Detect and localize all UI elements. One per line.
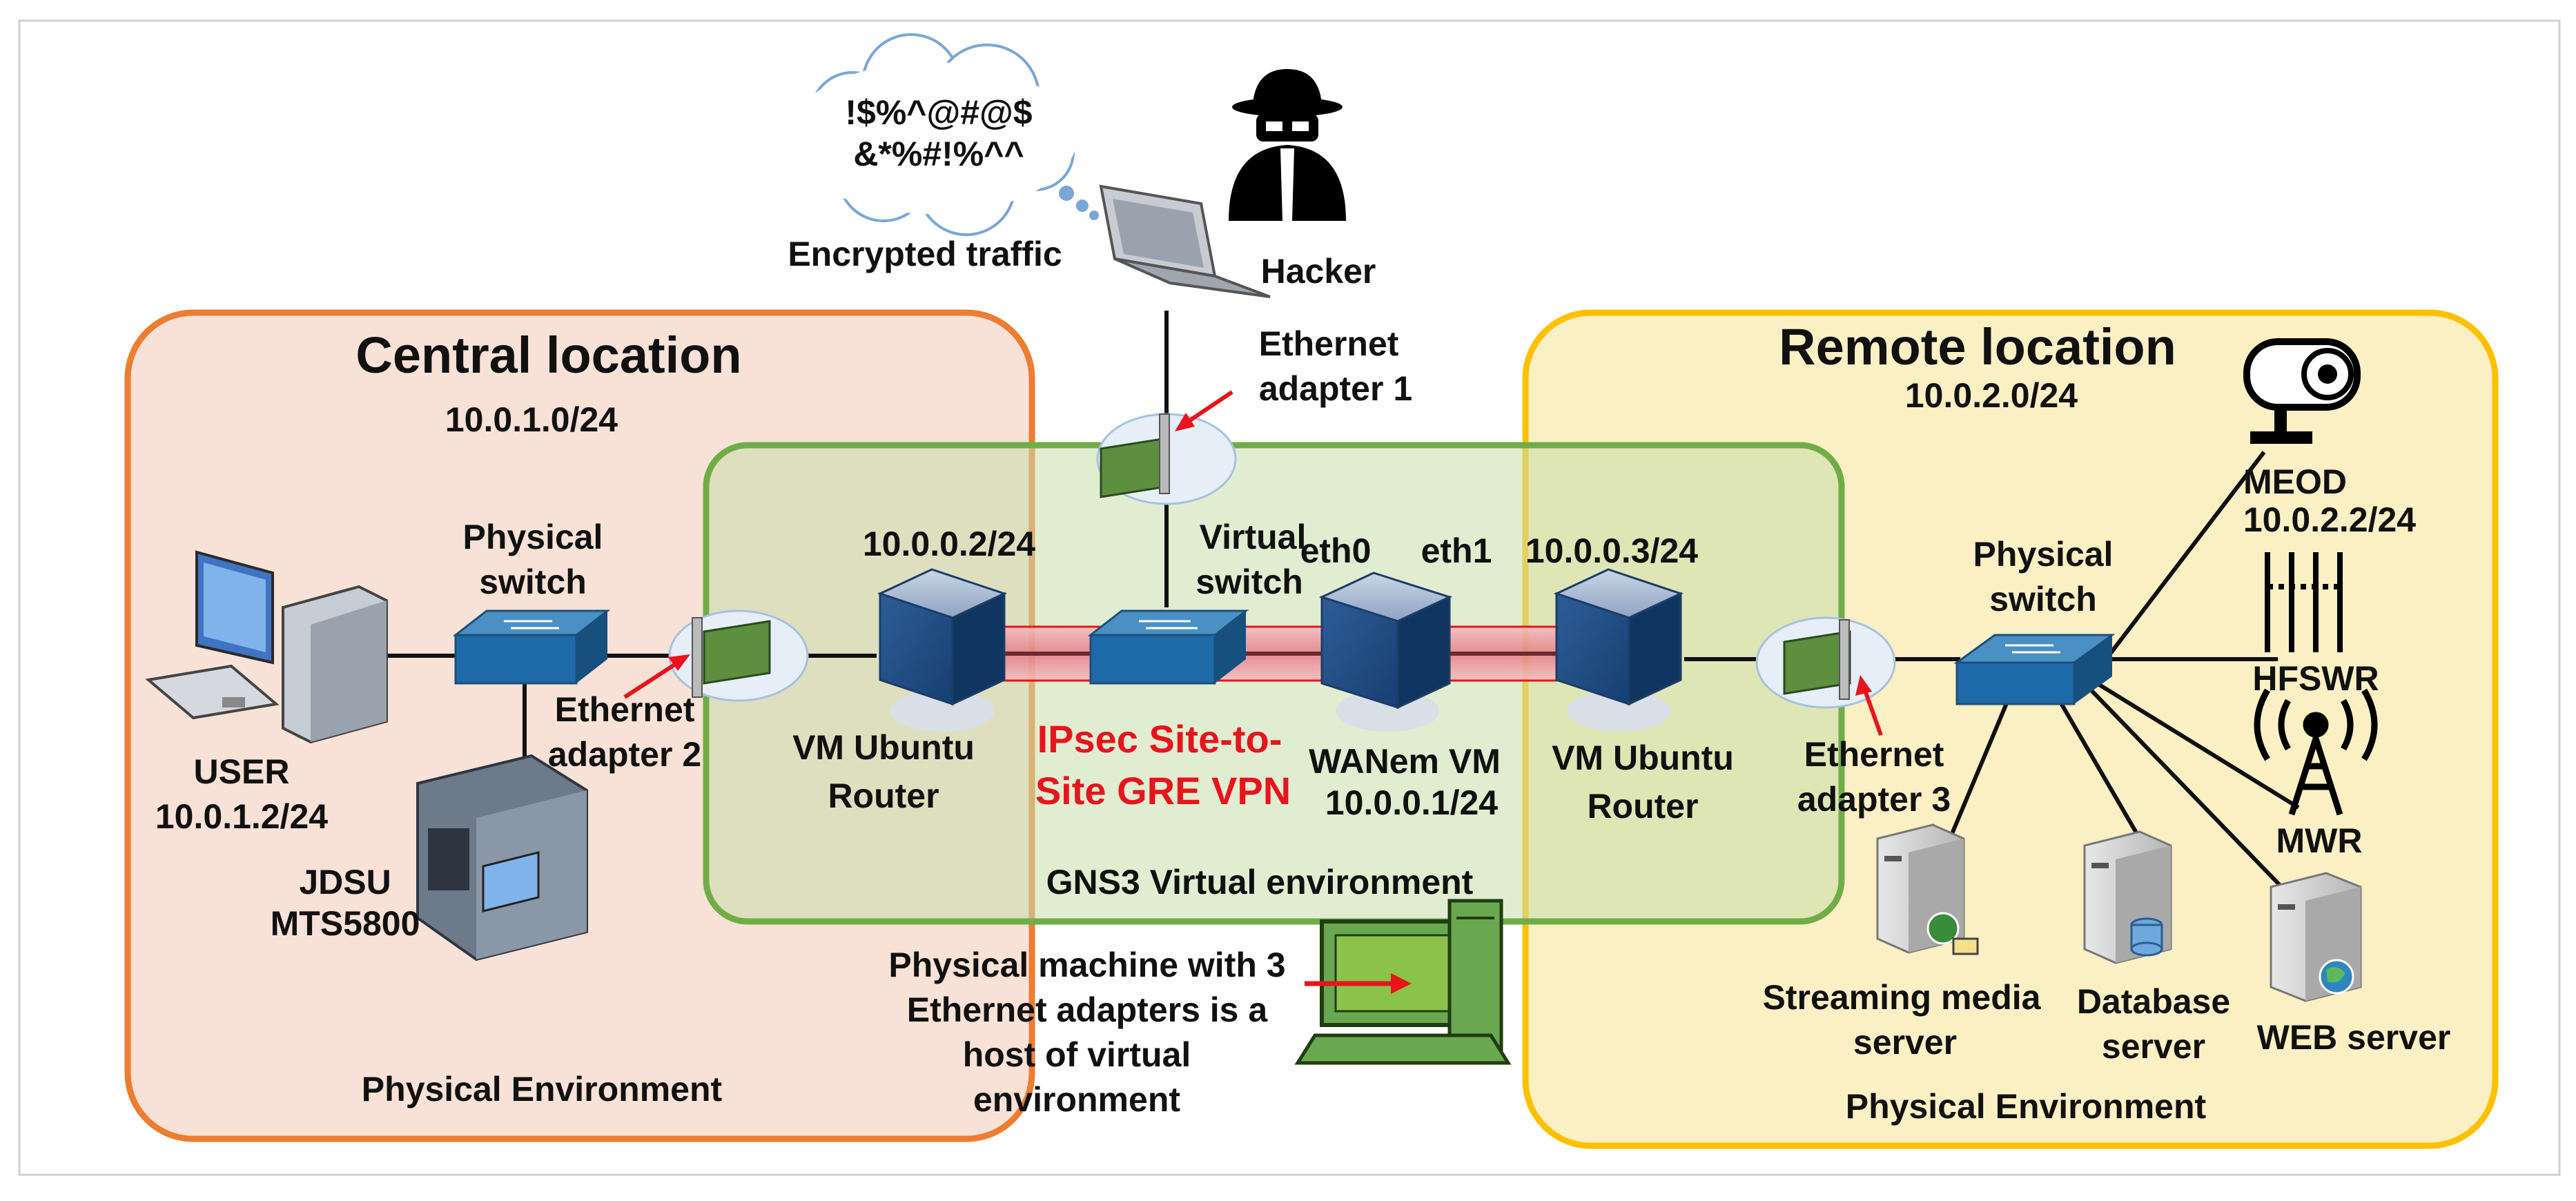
central-switch-label-line2: switch [479, 563, 587, 601]
database-label-line1: Database [2077, 982, 2230, 1021]
wanem-label-line1: WANem VM [1309, 742, 1501, 781]
remote-location-title: Remote location [1779, 318, 2176, 375]
cloud-text-line2: &*%#!%^^ [853, 135, 1024, 173]
eth-adapter-3-label-line2: adapter 3 [1797, 780, 1951, 819]
remote-switch-label-line1: Physical [1973, 535, 2114, 574]
host-machine-line4: environment [973, 1080, 1180, 1119]
vpn-tunnel [979, 625, 1582, 682]
eth-adapter-2-label-line2: adapter 2 [548, 735, 701, 774]
red-arrow [623, 654, 690, 699]
vm-cube-icon [1318, 572, 1453, 732]
host-machine-line1: Physical machine with 3 [888, 946, 1285, 984]
red-arrow [1175, 390, 1233, 431]
database-server-icon [2083, 830, 2172, 964]
vm-remote-label-line2: Router [1587, 787, 1698, 826]
encrypted-traffic-caption: Encrypted traffic [788, 235, 1062, 273]
wanem-label-line2: 10.0.0.1/24 [1325, 783, 1498, 822]
virtual-switch-label-line1: Virtual [1200, 518, 1307, 556]
central-location-title: Central location [355, 326, 741, 384]
nic-card-icon [1096, 413, 1237, 505]
central-switch-label-line1: Physical [463, 518, 603, 556]
red-arrow [1855, 675, 1883, 736]
hacker-label: Hacker [1261, 252, 1376, 291]
eth-adapter-1-label-line2: adapter 1 [1259, 369, 1412, 408]
remote-subnet: 10.0.2.0/24 [1905, 376, 2078, 415]
switch-icon [1953, 634, 2116, 705]
server-icon [1876, 823, 1979, 955]
central-physical-environment: Physical Environment [362, 1070, 723, 1109]
jdsu-label-line1: JDSU [299, 863, 391, 901]
hacker-icon [1229, 69, 1346, 221]
host-machine-line2: Ethernet adapters is a [907, 990, 1269, 1029]
virtual-switch-label-line2: switch [1196, 563, 1303, 601]
security-camera-icon [2243, 338, 2361, 444]
vm-remote-ip: 10.0.0.3/24 [1525, 531, 1698, 570]
remote-switch-label-line2: switch [1989, 580, 2097, 618]
vm-central-label-line1: VM Ubuntu [792, 728, 975, 767]
vm-central-label-line2: Router [828, 777, 939, 815]
cloud-text-line1: !$%^@#@$ [845, 93, 1032, 132]
vm-cube-icon [877, 568, 1008, 732]
wanem-eth0-label: eth0 [1300, 531, 1372, 570]
database-label-line2: server [2102, 1027, 2205, 1066]
gns3-title: GNS3 Virtual environment [1046, 863, 1474, 901]
meod-ip: 10.0.2.2/24 [2243, 500, 2416, 539]
desktop-computer-icon [145, 550, 388, 744]
host-computer-icon [1294, 899, 1512, 1065]
nic-card-icon [668, 609, 809, 702]
switch-icon [452, 609, 611, 685]
jdsu-label-line2: MTS5800 [271, 904, 420, 943]
web-server-icon [2270, 872, 2362, 1002]
test-instrument-icon [416, 754, 588, 961]
figure-frame [18, 19, 2561, 1176]
web-server-label: WEB server [2257, 1018, 2451, 1057]
meod-label: MEOD [2243, 462, 2347, 501]
vm-cube-icon [1553, 568, 1684, 732]
radio-tower-icon [2254, 688, 2378, 816]
remote-physical-environment: Physical Environment [1846, 1087, 2207, 1126]
eth-adapter-3-label-line1: Ethernet [1804, 735, 1944, 774]
vpn-label-line2: Site GRE VPN [1035, 769, 1291, 812]
streaming-label-line1: Streaming media [1763, 978, 2042, 1017]
vpn-label-line1: IPsec Site-to- [1037, 717, 1282, 761]
user-label: USER [194, 752, 290, 791]
mwr-label: MWR [2276, 821, 2363, 860]
host-machine-line3: host of virtual [963, 1035, 1191, 1074]
laptop-icon [1099, 184, 1271, 298]
streaming-label-line2: server [1853, 1023, 1957, 1062]
hfswr-label: HFSWR [2252, 659, 2379, 698]
nic-card-icon [1755, 616, 1896, 709]
antenna-array-icon [2265, 552, 2343, 652]
wanem-eth1-label: eth1 [1421, 531, 1492, 570]
cloud-bubble [787, 33, 1099, 236]
user-ip: 10.0.1.2/24 [155, 797, 328, 836]
vm-remote-label-line1: VM Ubuntu [1552, 739, 1734, 777]
central-subnet: 10.0.1.0/24 [445, 400, 618, 439]
eth-adapter-1-label-line1: Ethernet [1259, 324, 1399, 363]
vm-central-ip: 10.0.0.2/24 [863, 525, 1035, 563]
red-arrow [1305, 973, 1412, 994]
switch-icon [1087, 609, 1249, 685]
